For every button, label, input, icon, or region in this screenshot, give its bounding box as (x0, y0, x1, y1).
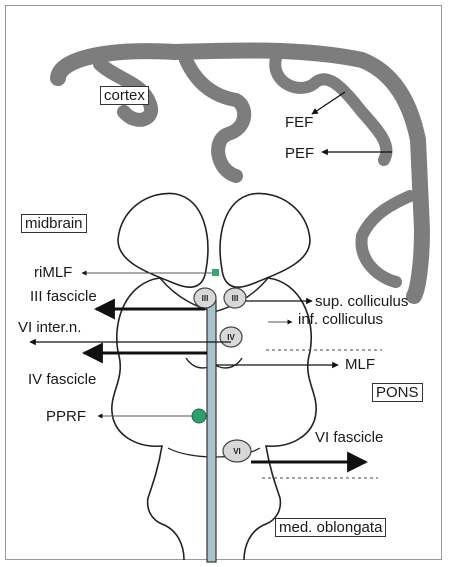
mlf-label: MLF (345, 357, 375, 372)
fef-label: FEF (285, 115, 313, 130)
medulla-label: med. oblongata (275, 518, 386, 537)
fourth-nucleus-label: IV (227, 333, 235, 342)
cortex-gyrus-lower (362, 196, 410, 282)
rimlf-marker (212, 269, 219, 276)
pprf-dot (192, 409, 206, 423)
pef-label: PEF (285, 146, 314, 161)
fourth-fascicle-label: IV fascicle (28, 372, 96, 387)
rimlf-label: riMLF (34, 265, 72, 280)
sixth-internuclear-label: VI inter.n. (18, 320, 81, 335)
sixth-nucleus-label: VI (233, 447, 241, 456)
pons-label: PONS (372, 383, 423, 402)
pprf-label: PPRF (46, 409, 86, 424)
fef-arrow (312, 92, 345, 114)
inf-colliculus-label: inf. colliculus (298, 312, 383, 327)
mlf-tract (207, 300, 216, 562)
third-fascicle-label: III fascicle (30, 289, 97, 304)
midbrain-label: midbrain (21, 214, 87, 233)
third-nucleus-right-label: III (232, 294, 239, 303)
third-nucleus-left-label: III (202, 294, 209, 303)
cortex-label: cortex (100, 86, 149, 105)
midbrain-right-lobe (220, 193, 310, 287)
cortex-gyrus-middle (186, 60, 244, 176)
sup-colliculus-label: sup. colliculus (315, 294, 408, 309)
sixth-fascicle-label: VI fascicle (315, 430, 383, 445)
